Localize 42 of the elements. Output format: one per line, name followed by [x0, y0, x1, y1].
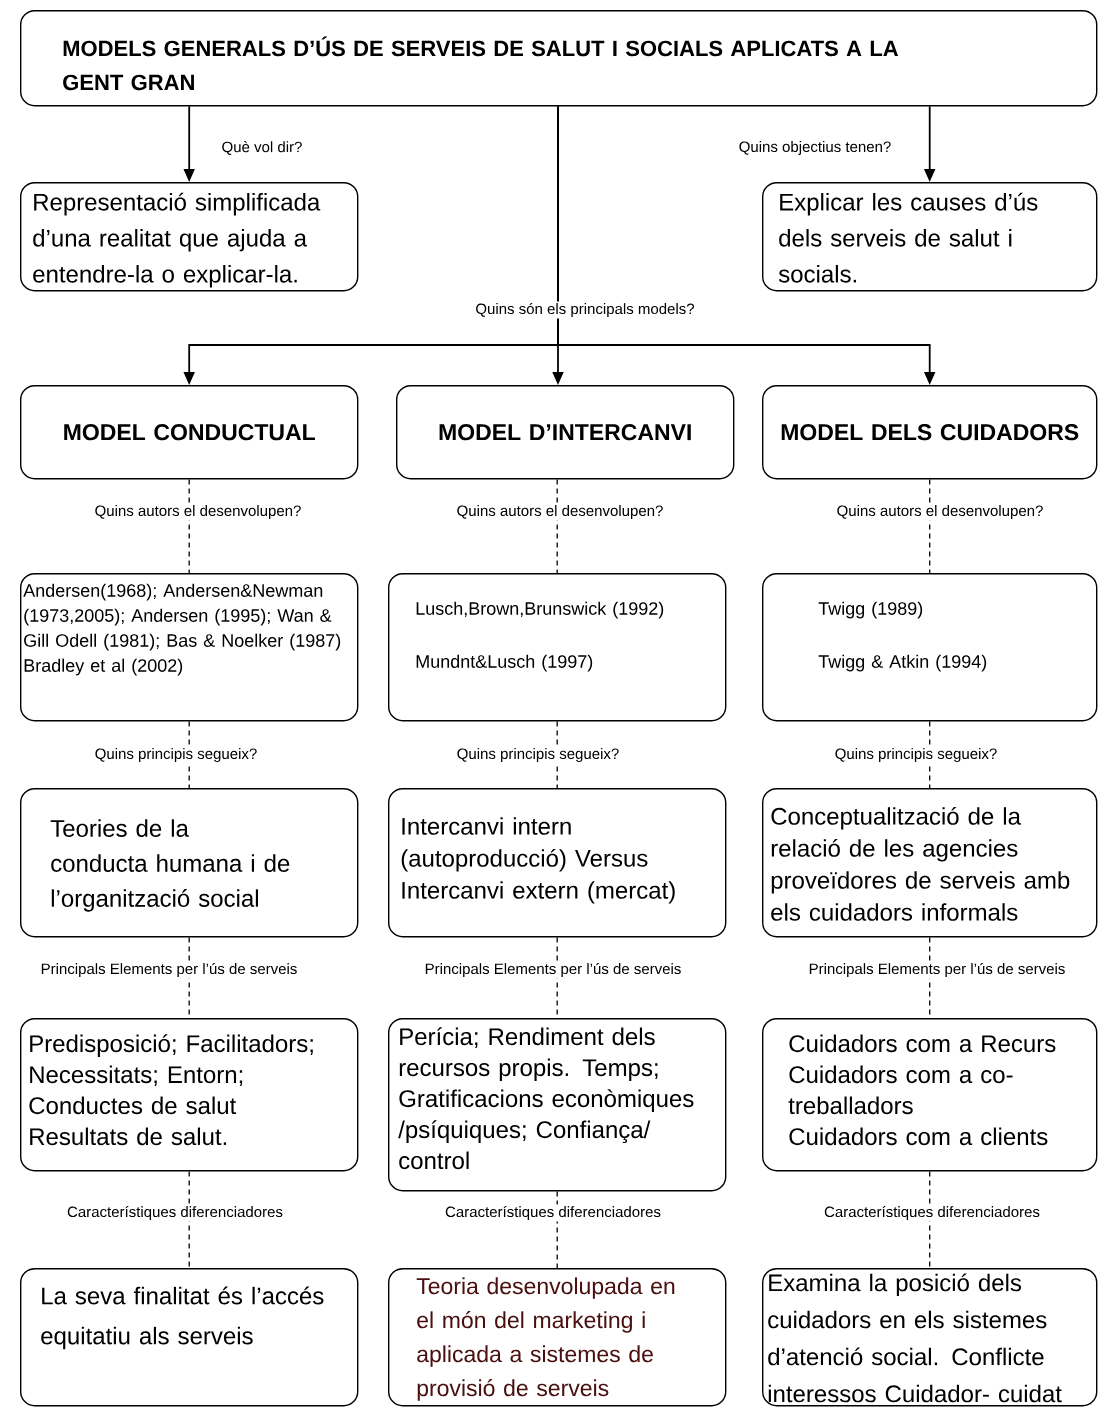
edge-label: Quins autors el desenvolupen?	[93, 503, 303, 521]
text-box: Representació simplificada d’una realitat que ajuda a entendre-la o explicar-la.	[20, 182, 359, 292]
text-box: Lusch,Brown,Brunswick (1992) Mundnt&Lusch (1997)	[388, 573, 727, 722]
text-box: Predisposició; Facilitadors; Necessitats; Entorn; Conductes de salut Resultats de salut.	[20, 1018, 359, 1172]
text-box: Explicar les causes d’ús dels serveis de salut i socials.	[762, 182, 1098, 292]
title-box: MODELS GENERALS D’ÚS DE SERVEIS DE SALUT I SOCIALS APLICATS A LA GENT GRAN	[20, 10, 1098, 107]
edge-label: Quins autors el desenvolupen?	[455, 503, 665, 521]
edge-label: Principals Elements per l’ús de serveis	[807, 961, 1067, 979]
edge-label: Què vol dir?	[220, 139, 304, 157]
dashed-connector	[929, 478, 931, 574]
dashed-connector	[188, 478, 190, 574]
text-box: Conceptualització de la relació de les agencies proveïdores de serveis amb els cuidadors informals	[762, 788, 1098, 938]
dashed-connector	[556, 478, 558, 574]
edge-label: Quins són els principals models?	[473, 301, 697, 319]
dashed-connector	[188, 1170, 190, 1269]
edge-label: Característiques diferenciadores	[822, 1204, 1042, 1222]
edge-label: Característiques diferenciadores	[65, 1204, 285, 1222]
text-box: Cuidadors com a Recurs Cuidadors com a co-treballadors Cuidadors com a clients	[762, 1018, 1098, 1172]
model-box: MODEL DELS CUIDADORS	[762, 385, 1098, 480]
dashed-connector	[188, 720, 190, 789]
edge-label: Quins principis segueix?	[833, 746, 999, 764]
text-box: Teories de la conducta humana i de l’organització social	[20, 788, 359, 938]
text-box: Andersen(1968); Andersen&Newman (1973,2005); Andersen (1995); Wan & Gill Odell (1981); Bas & Noelker (1987) Bradley et al (2002)	[20, 573, 359, 722]
dashed-connector	[556, 720, 558, 789]
dashed-connector	[556, 1190, 558, 1269]
text-box: Perícia; Rendiment dels recursos propis. Temps; Gratificacions econòmiques /psíquiques; Confiança/ control	[388, 1018, 727, 1192]
model-box: MODEL D’INTERCANVI	[396, 385, 735, 480]
dashed-connector	[929, 1170, 931, 1269]
model-box: MODEL CONDUCTUAL	[20, 385, 359, 480]
edge-label: Quins objectius tenen?	[737, 139, 893, 157]
edge-label: Quins principis segueix?	[93, 746, 259, 764]
edge-label: Característiques diferenciadores	[443, 1204, 663, 1222]
text-box: Intercanvi intern (autoproducció) Versus Intercanvi extern (mercat)	[388, 788, 727, 938]
edge-label: Principals Elements per l’ús de serveis	[39, 961, 299, 979]
edge-label: Quins autors el desenvolupen?	[835, 503, 1045, 521]
text-box: Examina la posició dels cuidadors en els sistemes d’atenció social. Conflicte interessos Cuidador- cuidat	[762, 1268, 1098, 1407]
text-box: Teoria desenvolupada en el món del marketing i aplicada a sistemes de provisió de serveis	[388, 1268, 727, 1407]
text-box: Twigg (1989) Twigg & Atkin (1994)	[762, 573, 1098, 722]
edge-label: Quins principis segueix?	[455, 746, 621, 764]
dashed-connector	[929, 720, 931, 789]
text-box: La seva finalitat és l’accés equitatiu als serveis	[20, 1268, 359, 1407]
edge-label: Principals Elements per l’ús de serveis	[423, 961, 683, 979]
